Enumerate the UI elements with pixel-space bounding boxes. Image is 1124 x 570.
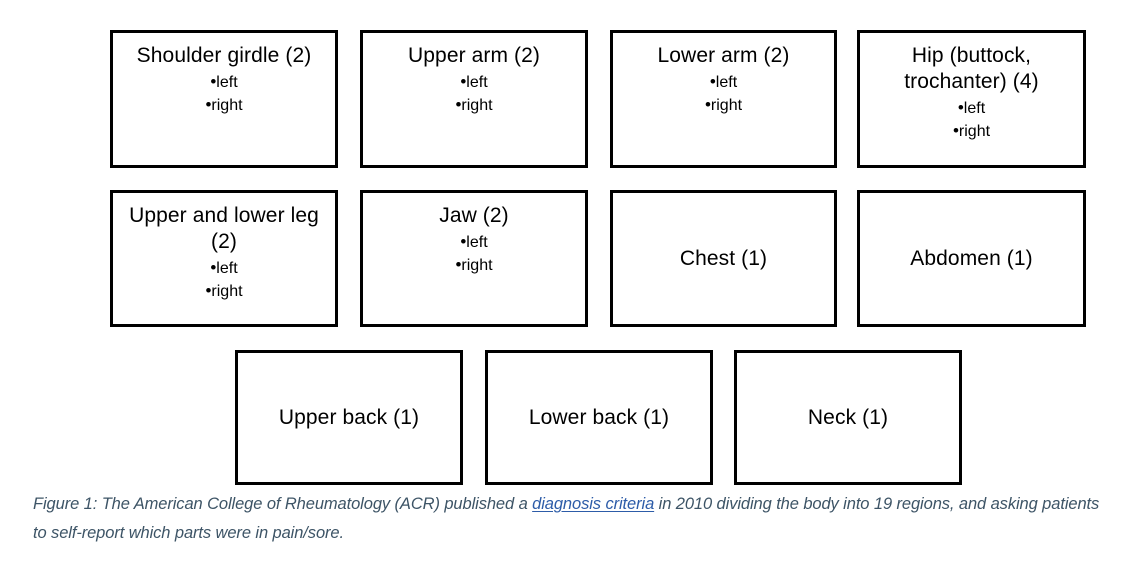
region-title: Neck (1): [807, 405, 889, 429]
bullet-icon: •: [210, 258, 217, 277]
list-item-label: left: [963, 100, 986, 117]
list-item-label: right: [211, 283, 243, 300]
region-sublist: •left •right: [953, 97, 990, 143]
bullet-icon: •: [455, 95, 462, 114]
list-item-label: left: [216, 74, 238, 91]
region-title: Shoulder girdle (2): [136, 44, 312, 67]
list-item: •left: [455, 71, 492, 94]
region-box-lower-back[interactable]: Lower back (1): [485, 350, 713, 485]
bullet-icon: •: [952, 121, 959, 140]
region-box-abdomen[interactable]: Abdomen (1): [857, 190, 1086, 327]
region-title: Upper and lower leg (2): [129, 204, 319, 253]
bullet-icon: •: [704, 95, 711, 114]
region-box-lower-arm[interactable]: Lower arm (2) •left •right: [610, 30, 837, 168]
region-box-upper-arm[interactable]: Upper arm (2) •left •right: [360, 30, 588, 168]
figure-caption: Figure 1: The American College of Rheuma…: [33, 490, 1103, 548]
list-item: •left: [705, 71, 742, 94]
bullet-icon: •: [460, 72, 467, 91]
region-box-neck[interactable]: Neck (1): [734, 350, 962, 485]
list-item-label: right: [710, 97, 743, 114]
region-title: Upper back (1): [278, 405, 420, 429]
list-item: •left: [953, 97, 990, 120]
list-item: •right: [455, 254, 492, 277]
region-sublist: •left •right: [205, 71, 242, 117]
region-sublist: •left •right: [455, 231, 492, 277]
region-title: Hip (buttock, trochanter) (4): [904, 44, 1039, 93]
region-box-upper-and-lower-leg[interactable]: Upper and lower leg (2) •left •right: [110, 190, 338, 327]
list-item: •right: [705, 94, 742, 117]
region-box-jaw[interactable]: Jaw (2) •left •right: [360, 190, 588, 327]
region-box-hip[interactable]: Hip (buttock, trochanter) (4) •left •rig…: [857, 30, 1086, 168]
region-box-shoulder-girdle[interactable]: Shoulder girdle (2) •left •right: [110, 30, 338, 168]
caption-text-part2: in 2010 dividing the body into 19 region…: [33, 495, 1100, 542]
bullet-icon: •: [210, 72, 217, 91]
region-title: Chest (1): [679, 246, 768, 270]
list-item: •left: [205, 257, 242, 280]
bullet-icon: •: [205, 95, 212, 114]
region-title: Jaw (2): [439, 204, 509, 227]
region-sublist: •left •right: [205, 257, 242, 303]
list-item: •right: [205, 94, 242, 117]
list-item-label: left: [466, 74, 488, 91]
list-item-label: right: [461, 97, 493, 114]
bullet-icon: •: [205, 281, 212, 300]
list-item-label: right: [958, 123, 991, 140]
region-box-chest[interactable]: Chest (1): [610, 190, 837, 327]
region-title: Lower arm (2): [657, 44, 790, 67]
list-item-label: left: [466, 234, 488, 251]
region-title: Upper arm (2): [408, 44, 540, 67]
list-item-label: left: [216, 260, 238, 277]
bullet-icon: •: [460, 232, 467, 251]
region-sublist: •left •right: [705, 71, 742, 117]
bullet-icon: •: [957, 98, 964, 117]
diagnosis-criteria-link[interactable]: diagnosis criteria: [532, 495, 655, 513]
bullet-icon: •: [709, 72, 716, 91]
list-item: •left: [455, 231, 492, 254]
region-sublist: •left •right: [455, 71, 492, 117]
region-box-upper-back[interactable]: Upper back (1): [235, 350, 463, 485]
caption-text-part1: Figure 1: The American College of Rheuma…: [33, 495, 533, 513]
list-item: •right: [205, 280, 242, 303]
list-item: •right: [953, 120, 990, 143]
list-item-label: right: [211, 97, 243, 114]
list-item-label: left: [715, 74, 738, 91]
region-title: Lower back (1): [528, 405, 670, 429]
list-item: •right: [455, 94, 492, 117]
region-title: Abdomen (1): [910, 246, 1033, 270]
bullet-icon: •: [455, 255, 462, 274]
list-item-label: right: [461, 257, 493, 274]
list-item: •left: [205, 71, 242, 94]
